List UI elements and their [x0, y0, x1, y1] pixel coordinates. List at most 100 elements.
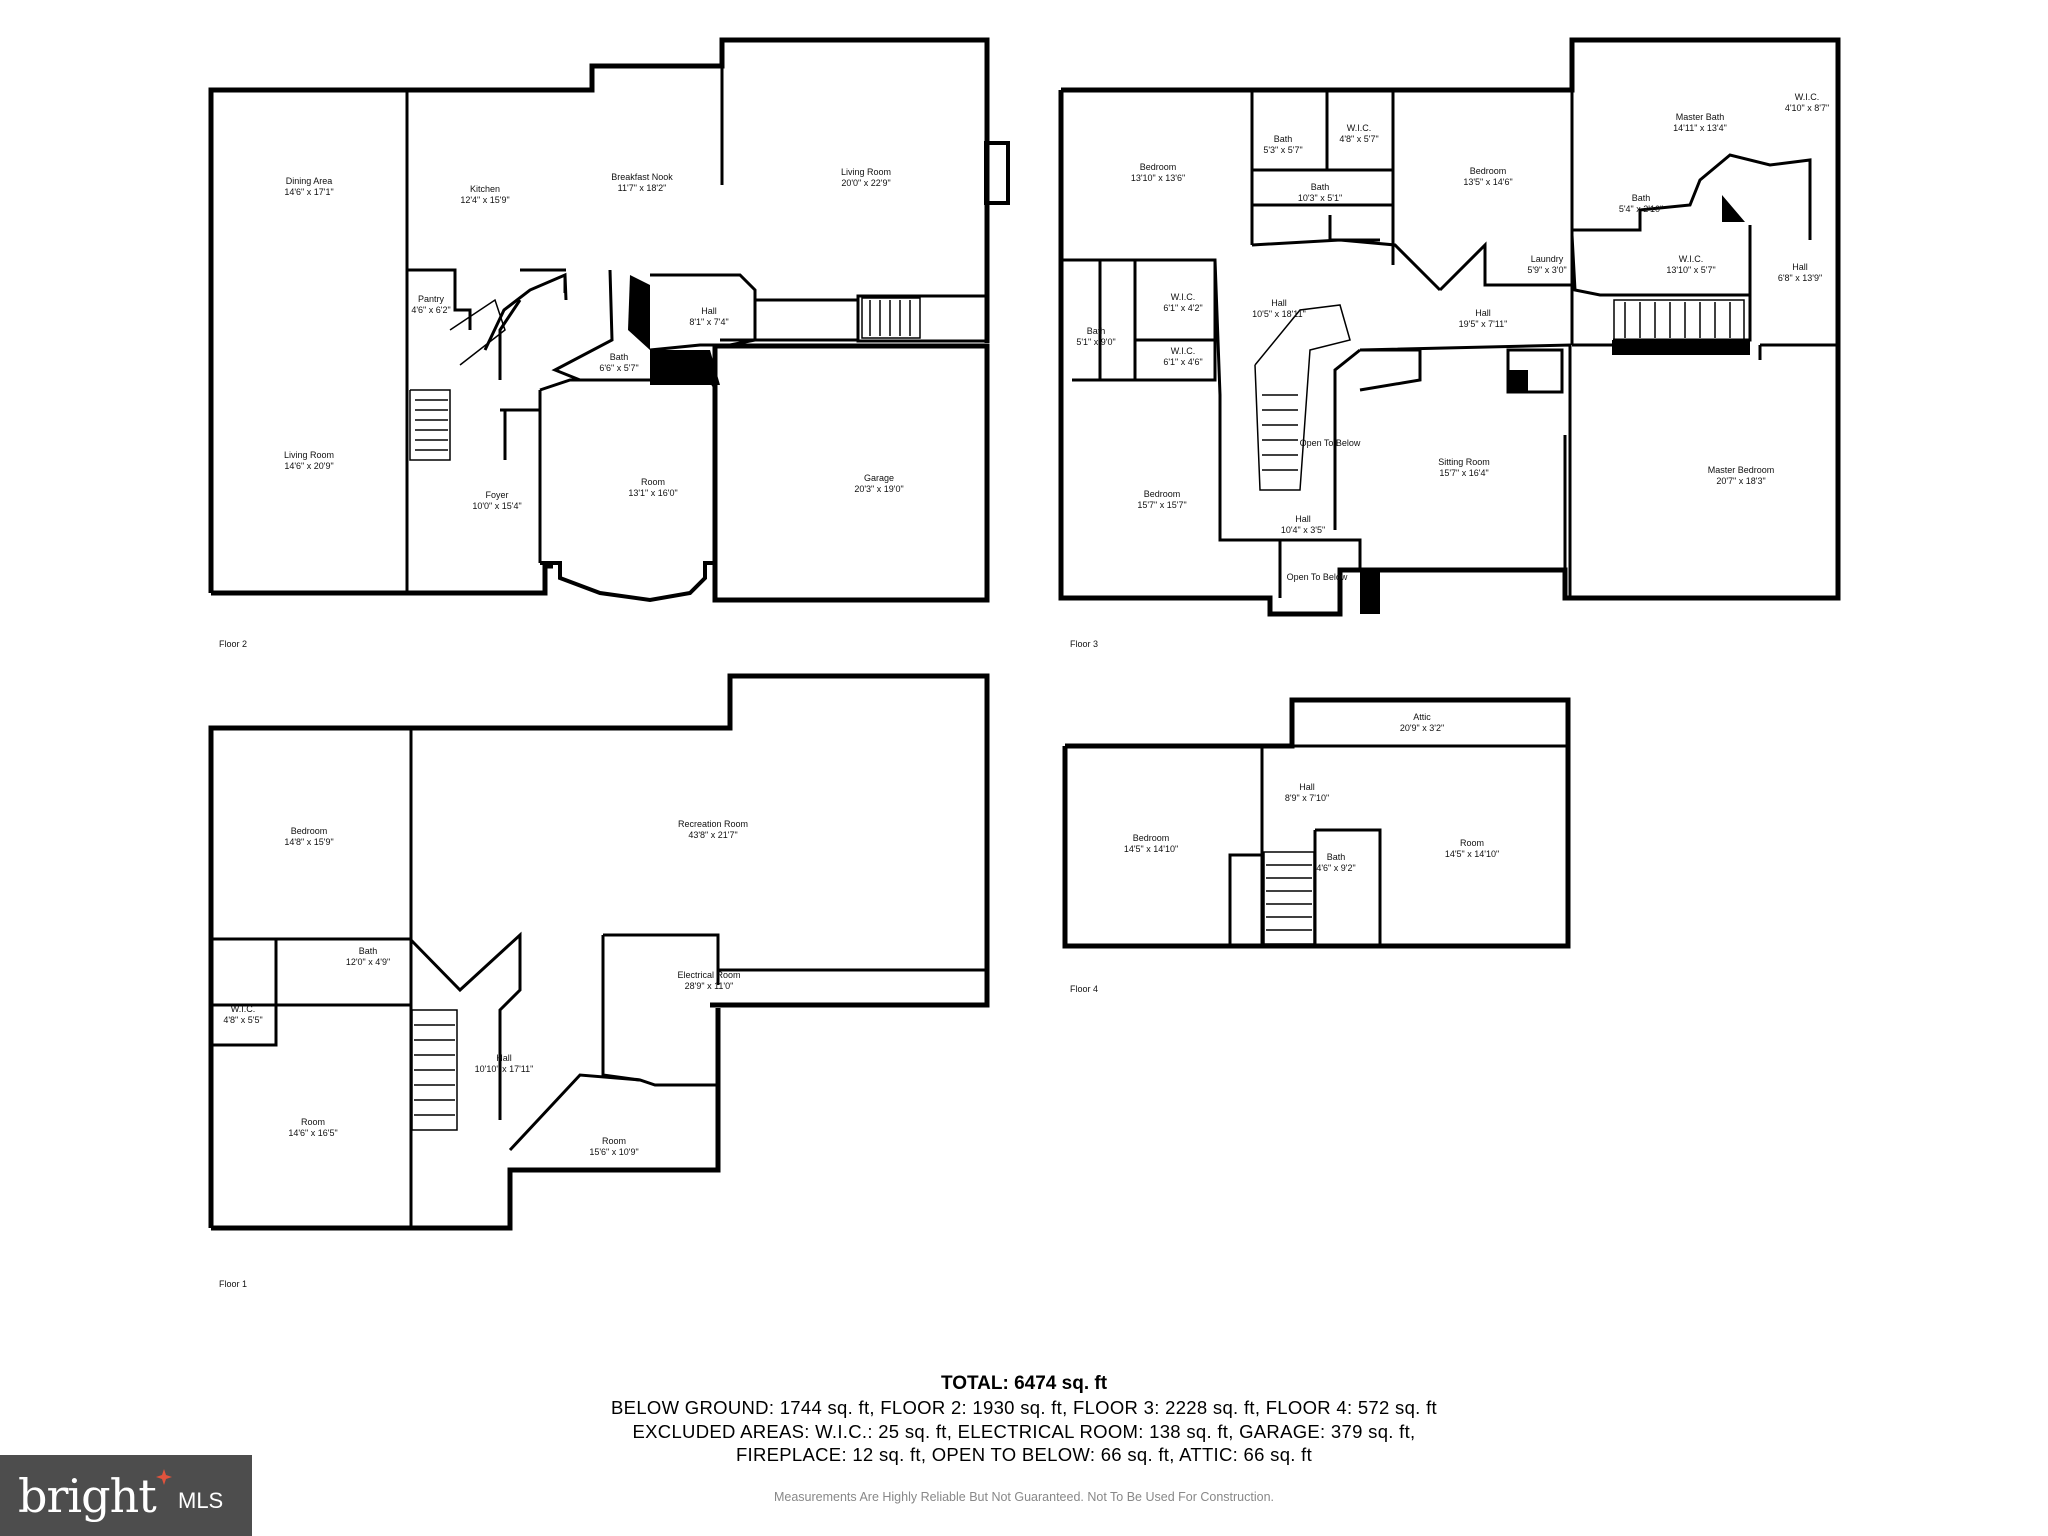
room-name: Kitchen	[470, 184, 500, 194]
room-dimensions: 8'1" x 7'4"	[689, 317, 728, 327]
room-dimensions: 4'10" x 8'7"	[1785, 103, 1829, 113]
room-dimensions: 4'8" x 5'7"	[1339, 134, 1378, 144]
room-dimensions: 13'10" x 13'6"	[1131, 173, 1185, 183]
room-name: Pantry	[418, 294, 445, 304]
floor4-label: Floor 4	[1070, 984, 1098, 994]
room-dimensions: 6'1" x 4'2"	[1163, 303, 1202, 313]
room-name: Room	[602, 1136, 626, 1146]
excluded-areas-line-2: FIREPLACE: 12 sq. ft, OPEN TO BELOW: 66 …	[735, 1444, 1313, 1465]
floor3-stairs	[1254, 299, 1745, 491]
room-name: Garage	[864, 473, 894, 483]
room-name: Breakfast Nook	[611, 172, 673, 182]
room-dimensions: 14'6" x 16'5"	[288, 1128, 337, 1138]
floor3-room-w-i-c: W.I.C.4'8" x 5'7"	[1339, 123, 1378, 144]
room-name: Attic	[1413, 712, 1431, 722]
room-dimensions: 13'1" x 16'0"	[628, 488, 677, 498]
room-dimensions: 6'8" x 13'9"	[1778, 273, 1822, 283]
room-dimensions: 20'0" x 22'9"	[841, 178, 890, 188]
total-area: TOTAL: 6474 sq. ft	[940, 1373, 1108, 1394]
floor3-room-w-i-c: W.I.C.6'1" x 4'6"	[1163, 346, 1202, 367]
room-name: Bath	[1311, 182, 1330, 192]
room-name: Bath	[1087, 326, 1106, 336]
room-name: Room	[301, 1117, 325, 1127]
floor1-walls	[208, 673, 990, 1231]
room-name: Bedroom	[1133, 833, 1170, 843]
room-dimensions: 10'4" x 3'5"	[1281, 525, 1325, 535]
room-name: W.I.C.	[1347, 123, 1372, 133]
room-name: Laundry	[1531, 254, 1564, 264]
room-dimensions: 43'8" x 21'7"	[688, 830, 737, 840]
floor3-room-w-i-c: W.I.C.6'1" x 4'2"	[1163, 292, 1202, 313]
room-name: Bedroom	[1470, 166, 1507, 176]
room-name: Sitting Room	[1438, 457, 1490, 467]
room-dimensions: 12'0" x 4'9"	[346, 957, 390, 967]
room-dimensions: 14'6" x 17'1"	[284, 187, 333, 197]
room-dimensions: 20'3" x 19'0"	[854, 484, 903, 494]
room-dimensions: 14'5" x 14'10"	[1445, 849, 1499, 859]
room-name: Open To Below	[1300, 438, 1361, 448]
floor4-walls	[1062, 697, 1571, 949]
room-name: W.I.C.	[231, 1004, 256, 1014]
room-name: Bedroom	[291, 826, 328, 836]
room-name: Living Room	[841, 167, 891, 177]
room-dimensions: 14'5" x 14'10"	[1124, 844, 1178, 854]
room-name: Bedroom	[1144, 489, 1181, 499]
room-name: W.I.C.	[1171, 292, 1196, 302]
floor3-label: Floor 3	[1070, 639, 1098, 649]
floor3-room-open-to-below: Open To Below	[1300, 438, 1361, 448]
room-dimensions: 4'6" x 6'2"	[411, 305, 450, 315]
room-dimensions: 5'9" x 3'0"	[1527, 265, 1566, 275]
room-name: Bath	[1632, 193, 1651, 203]
disclaimer: Measurements Are Highly Reliable But Not…	[773, 1490, 1274, 1504]
room-dimensions: 19'5" x 7'11"	[1459, 319, 1508, 329]
floor2-walls	[208, 37, 1010, 603]
room-name: Open To Below	[1287, 572, 1348, 582]
floor3-room-open-to-below: Open To Below	[1287, 572, 1348, 582]
bright-mls-logo: bright MLS	[0, 1455, 252, 1536]
floor2-stairs	[409, 297, 921, 461]
room-name: Electrical Room	[677, 970, 740, 980]
room-dimensions: 14'8" x 15'9"	[284, 837, 333, 847]
room-name: Dining Area	[286, 176, 333, 186]
room-name: Master Bath	[1676, 112, 1725, 122]
room-dimensions: 12'4" x 15'9"	[460, 195, 509, 205]
room-name: Room	[1460, 838, 1484, 848]
room-dimensions: 13'5" x 14'6"	[1463, 177, 1512, 187]
excluded-areas-line: EXCLUDED AREAS: W.I.C.: 25 sq. ft, ELECT…	[632, 1421, 1416, 1442]
room-name: Hall	[1792, 262, 1808, 272]
room-dimensions: 28'9" x 11'0"	[685, 981, 734, 991]
room-name: Master Bedroom	[1708, 465, 1775, 475]
room-name: Room	[641, 477, 665, 487]
room-name: Hall	[496, 1053, 512, 1063]
room-dimensions: 4'8" x 5'5"	[223, 1015, 262, 1025]
floor3-room-w-i-c: W.I.C.13'10" x 5'7"	[1666, 254, 1715, 275]
room-name: W.I.C.	[1171, 346, 1196, 356]
room-dimensions: 15'7" x 15'7"	[1137, 500, 1186, 510]
room-dimensions: 20'7" x 18'3"	[1716, 476, 1765, 486]
